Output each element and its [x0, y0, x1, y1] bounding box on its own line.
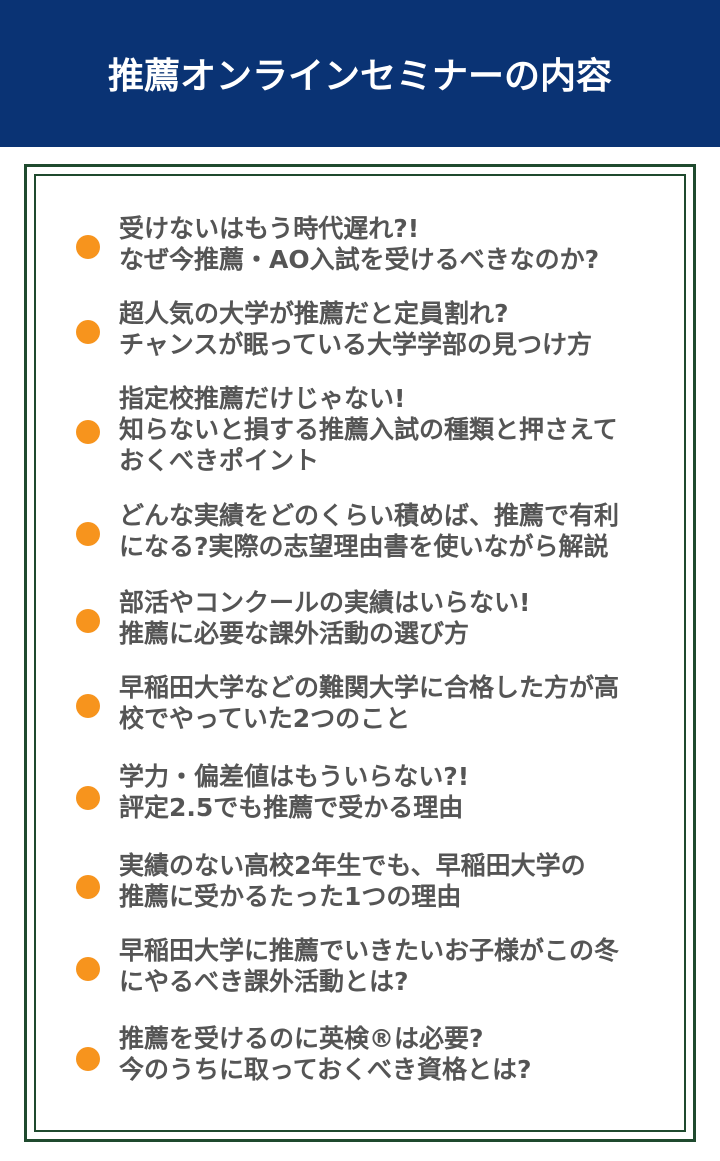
topic-list: 受けないはもう時代遅れ?! なぜ今推薦・AO入試を受けるべきなのか? 超人気の大… [76, 204, 656, 1093]
bullet-dot-icon [76, 320, 100, 344]
topic-text: 超人気の大学が推薦だと定員割れ? チャンスが眠っている大学学部の見つけ方 [119, 299, 593, 359]
bullet-dot-icon [76, 957, 100, 981]
page-header: 推薦オンラインセミナーの内容 [0, 0, 720, 147]
topic-text: 部活やコンクールの実績はいらない! 推薦に必要な課外活動の選び方 [119, 588, 531, 648]
topic-item: 実績のない高校2年生でも、早稲田大学の 推薦に受かるたった1つの理由 [76, 836, 656, 921]
topic-text: 実績のない高校2年生でも、早稲田大学の 推薦に受かるたった1つの理由 [119, 851, 586, 911]
bullet-dot-icon [76, 694, 100, 718]
topic-text: どんな実績をどのくらい積めば、推薦で有利 になる?実際の志望理由書を使いながら解… [119, 501, 620, 561]
bullet-dot-icon [76, 522, 100, 546]
topic-item: 早稲田大学などの難関大学に合格した方が高 校でやっていた2つのこと [76, 659, 656, 748]
topic-item: 早稲田大学に推薦でいきたいお子様がこの冬 にやるべき課外活動とは? [76, 921, 656, 1009]
topic-item: 超人気の大学が推薦だと定員割れ? チャンスが眠っている大学学部の見つけ方 [76, 282, 656, 366]
topic-item: どんな実績をどのくらい積めば、推薦で有利 になる?実際の志望理由書を使いながら解… [76, 486, 656, 572]
bullet-dot-icon [76, 420, 100, 444]
topic-text: 推薦を受けるのに英検®は必要? 今のうちに取っておくべき資格とは? [119, 1024, 532, 1084]
page-title: 推薦オンラインセミナーの内容 [107, 55, 612, 97]
topic-text: 受けないはもう時代遅れ?! なぜ今推薦・AO入試を受けるべきなのか? [119, 214, 600, 274]
bullet-dot-icon [76, 786, 100, 810]
topic-text: 学力・偏差値はもういらない?! 評定2.5でも推薦で受かる理由 [119, 762, 470, 822]
content-frame-inner: 受けないはもう時代遅れ?! なぜ今推薦・AO入試を受けるべきなのか? 超人気の大… [34, 174, 686, 1132]
bullet-dot-icon [76, 609, 100, 633]
topic-text: 指定校推薦だけじゃない! 知らないと損する推薦入試の種類と押さえて おくべきポイ… [119, 384, 618, 475]
topic-text: 早稲田大学などの難関大学に合格した方が高 校でやっていた2つのこと [119, 673, 620, 733]
content-frame: 受けないはもう時代遅れ?! なぜ今推薦・AO入試を受けるべきなのか? 超人気の大… [24, 164, 696, 1142]
topic-item: 部活やコンクールの実績はいらない! 推薦に必要な課外活動の選び方 [76, 572, 656, 659]
bullet-dot-icon [76, 1047, 100, 1071]
topic-item: 指定校推薦だけじゃない! 知らないと損する推薦入試の種類と押さえて おくべきポイ… [76, 366, 656, 486]
topic-item: 学力・偏差値はもういらない?! 評定2.5でも推薦で受かる理由 [76, 748, 656, 836]
bullet-dot-icon [76, 875, 100, 899]
bullet-dot-icon [76, 235, 100, 259]
topic-item: 受けないはもう時代遅れ?! なぜ今推薦・AO入試を受けるべきなのか? [76, 204, 656, 282]
topic-item: 推薦を受けるのに英検®は必要? 今のうちに取っておくべき資格とは? [76, 1009, 656, 1093]
topic-text: 早稲田大学に推薦でいきたいお子様がこの冬 にやるべき課外活動とは? [119, 936, 620, 996]
